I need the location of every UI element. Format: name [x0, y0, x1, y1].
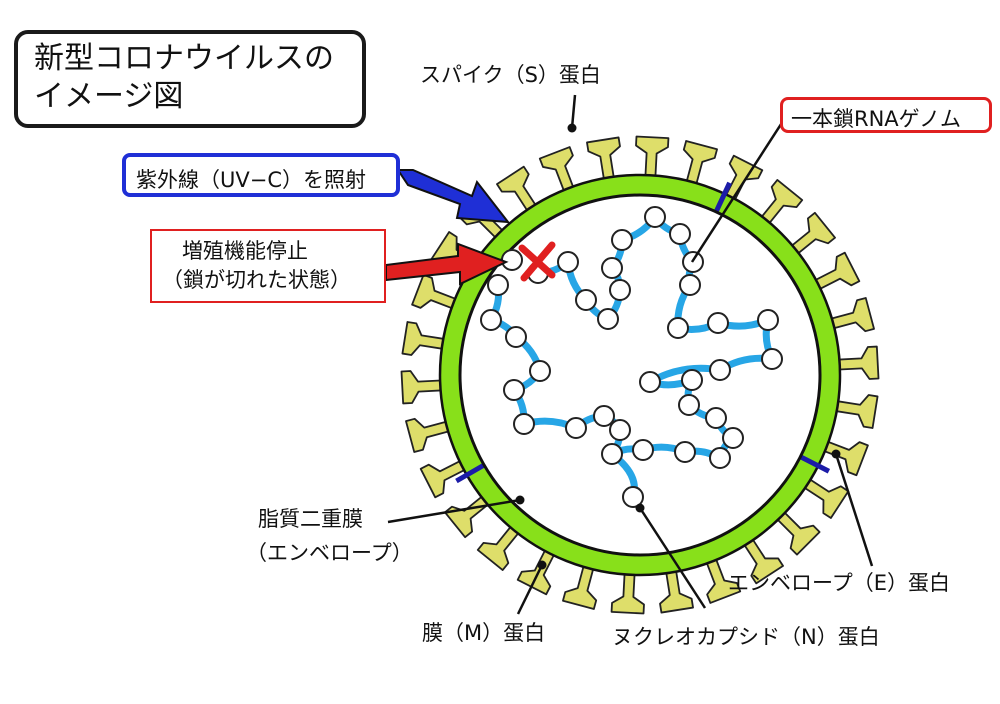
nucleocapsid-bead — [488, 275, 508, 295]
nucleocapsid-bead — [668, 318, 688, 338]
nucleocapsid-bead — [640, 372, 660, 392]
stop-label-line-2: （鎖が切れた状態） — [162, 266, 384, 295]
nucleocapsid-bead — [670, 224, 690, 244]
stop-label-line-1: 増殖機能停止 — [182, 237, 384, 266]
nucleocapsid-bead — [610, 280, 630, 300]
rna-label: 一本鎖RNAゲノム — [780, 97, 992, 133]
nucleocapsid-bead — [710, 448, 730, 468]
nucleocapsid-bead — [758, 310, 778, 330]
spike-leader-dot — [568, 124, 577, 133]
n-protein-leader-dot — [636, 504, 645, 513]
membrane-m-label: 膜（M）蛋白 — [422, 620, 545, 646]
nucleocapsid-bead — [633, 440, 653, 460]
m-protein-leader-dot — [538, 561, 547, 570]
nucleocapsid-bead — [706, 408, 726, 428]
nucleocapsid-bead — [594, 406, 614, 426]
nucleocapsid-bead — [481, 310, 501, 330]
nucleocapsid-bead — [602, 444, 622, 464]
nucleocapsid-bead — [612, 230, 632, 250]
nucleocapsid-bead — [680, 275, 700, 295]
nucleocapsid-label: ヌクレオカプシド（N）蛋白 — [612, 624, 880, 650]
nucleocapsid-bead — [504, 380, 524, 400]
title-box: 新型コロナウイルスの イメージ図 — [14, 30, 366, 128]
e-protein-leader-dot — [832, 450, 841, 459]
nucleocapsid-bead — [598, 309, 618, 329]
nucleocapsid-bead — [708, 313, 728, 333]
uv-label: 紫外線（UV−C）を照射 — [122, 153, 400, 197]
spike-label: スパイク（S）蛋白 — [420, 62, 601, 88]
nucleocapsid-bead — [514, 414, 534, 434]
nucleocapsid-bead — [675, 442, 695, 462]
nucleocapsid-bead — [530, 361, 550, 381]
nucleocapsid-bead — [558, 252, 578, 272]
uv-arrow — [398, 170, 508, 222]
nucleocapsid-bead — [682, 370, 702, 390]
nucleocapsid-bead — [723, 428, 743, 448]
stop-label-box: 増殖機能停止 （鎖が切れた状態） — [150, 229, 386, 303]
lipid-label-line-1: 脂質二重膜 — [258, 506, 363, 532]
title-line-1: 新型コロナウイルスの — [34, 40, 362, 78]
nucleocapsid-bead — [679, 395, 699, 415]
title-line-2: イメージ図 — [34, 78, 362, 116]
lipid-label-line-2: （エンベロープ） — [246, 540, 413, 566]
nucleocapsid-bead — [645, 207, 665, 227]
nucleocapsid-bead — [602, 258, 622, 278]
nucleocapsid-bead — [762, 349, 782, 369]
nucleocapsid-bead — [566, 418, 586, 438]
envelope-e-label: エンベロープ（E）蛋白 — [728, 570, 950, 596]
nucleocapsid-bead — [506, 327, 526, 347]
nucleocapsid-bead — [502, 250, 522, 270]
nucleocapsid-bead — [710, 360, 730, 380]
nucleocapsid-bead — [610, 420, 630, 440]
spike-leader-line — [572, 95, 575, 128]
nucleocapsid-bead — [576, 290, 596, 310]
lipid-leader-dot — [516, 496, 525, 505]
